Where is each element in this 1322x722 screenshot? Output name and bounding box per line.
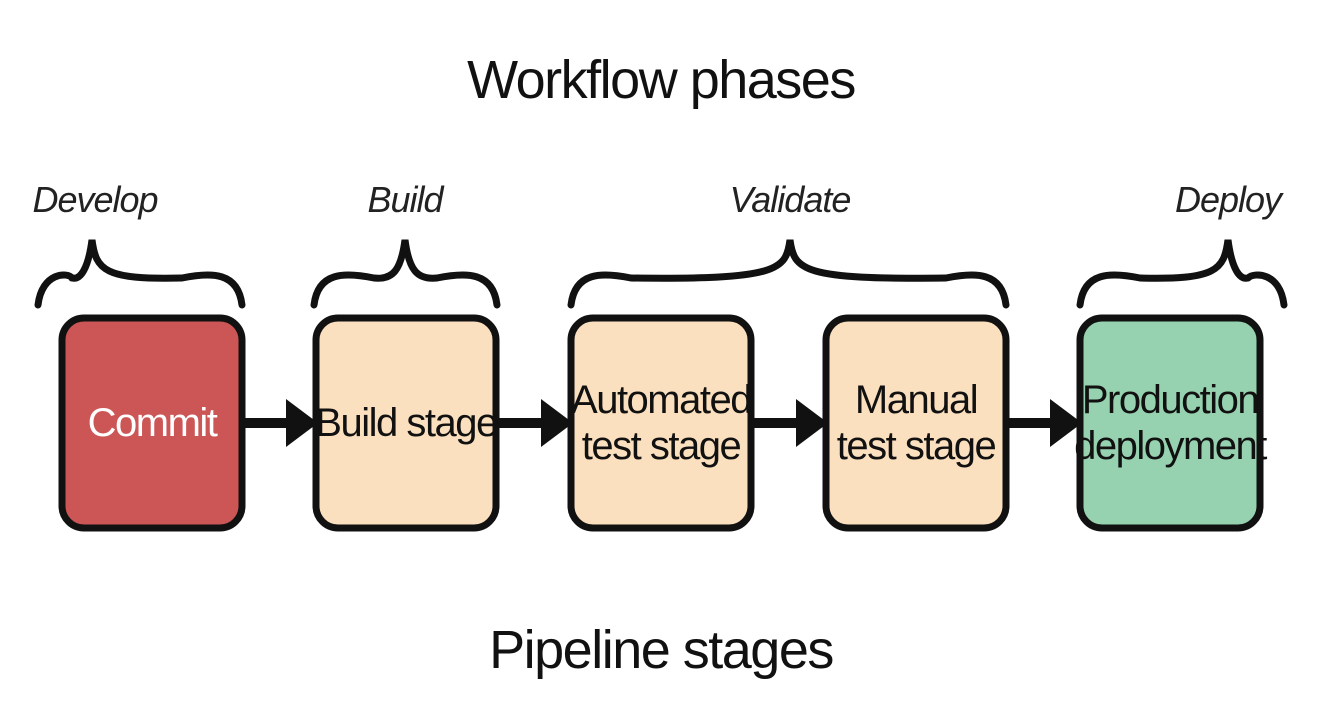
- flow-arrow-head: [541, 399, 573, 447]
- stage-label: Production: [1082, 378, 1258, 422]
- stage-rect: [567, 314, 755, 532]
- phase-label: Deploy: [1175, 179, 1284, 220]
- phase-brace: [310, 239, 501, 309]
- stage-label: Automated: [571, 378, 751, 422]
- stage-box-1: Commit: [58, 314, 246, 532]
- phase-brace: [34, 239, 246, 309]
- phase-label: Develop: [32, 179, 157, 220]
- stage-rect: [312, 314, 500, 532]
- stage-rect: [822, 314, 1010, 532]
- stage-label: Commit: [88, 401, 218, 445]
- phase-brace: [567, 239, 1010, 309]
- phase-develop: Develop: [32, 179, 246, 309]
- phase-validate: Validate: [567, 179, 1010, 309]
- phase-group: Develop Build Validate Deploy: [32, 179, 1288, 309]
- stage-label: Build stage: [315, 401, 497, 445]
- flow-arrow-head: [1050, 399, 1082, 447]
- phase-label: Build: [367, 179, 444, 220]
- stage-box-2: Build stage: [312, 314, 500, 532]
- stage-label: Manual: [855, 378, 977, 422]
- stage-rect: [1076, 314, 1264, 532]
- stage-rect: [58, 314, 246, 532]
- flow-arrow-head: [796, 399, 828, 447]
- diagram-footer: Pipeline stages: [489, 620, 833, 680]
- phase-deploy: Deploy: [1076, 179, 1288, 309]
- phase-label: Validate: [730, 179, 851, 220]
- diagram-title: Workflow phases: [467, 50, 855, 110]
- phase-build: Build: [310, 179, 501, 309]
- stage-label: deployment: [1074, 424, 1267, 468]
- stage-label: test stage: [837, 424, 996, 468]
- phase-brace: [1076, 239, 1288, 309]
- stage-label: test stage: [582, 424, 741, 468]
- arrow-group: [242, 399, 1082, 447]
- flow-arrow-head: [286, 399, 318, 447]
